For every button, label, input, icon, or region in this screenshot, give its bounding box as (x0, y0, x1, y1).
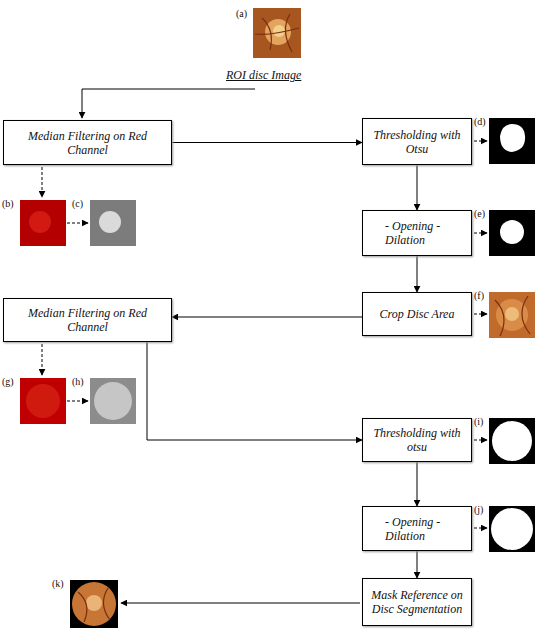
flow-arrow (417, 551, 418, 578)
fundus-image (253, 8, 301, 58)
callout-letter: (i) (474, 416, 483, 428)
box-text: Median Filtering on Red Channel (10, 129, 165, 157)
box-text: Median Filtering on Red Channel (10, 306, 165, 334)
flow-arrow (417, 165, 418, 210)
process-box: - Opening - Dilation (362, 506, 472, 551)
red-channel-image (20, 378, 66, 424)
box-text: Thresholding with otsu (369, 426, 465, 454)
process-box: Thresholding with otsu (362, 418, 472, 462)
binary-mask-image (489, 210, 535, 256)
binary-mask-image (489, 118, 535, 164)
box-text: - Opening - Dilation (385, 219, 449, 247)
callout-letter: (k) (52, 578, 64, 590)
segmented-disc-image (70, 580, 118, 628)
callout-letter: (c) (72, 198, 83, 210)
box-text: Mask Reference on Disc Segmentation (369, 588, 465, 616)
cropped-disc-image (489, 292, 535, 338)
binary-mask-image (489, 506, 535, 552)
box-text: - Opening - Dilation (385, 515, 449, 543)
callout-letter: (b) (2, 198, 14, 210)
filtered-image (90, 200, 136, 246)
process-box: Thresholding with Otsu (362, 118, 472, 165)
process-box: Mask Reference on Disc Segmentation (362, 578, 472, 626)
output-arrow (121, 603, 360, 604)
process-box: Crop Disc Area (362, 292, 472, 336)
red-channel-image (20, 200, 66, 246)
box-text: Thresholding with Otsu (369, 128, 465, 156)
process-box: Median Filtering on Red Channel (3, 120, 172, 165)
callout-letter: (j) (474, 504, 483, 516)
flow-arrow (147, 342, 362, 440)
flow-arrow (172, 317, 362, 318)
box-text: Crop Disc Area (380, 307, 455, 321)
binary-mask-image (489, 418, 535, 464)
callout-letter: (h) (72, 376, 84, 388)
callout-letter: (g) (2, 376, 14, 388)
callout-letter: (a) (236, 8, 247, 20)
callout-letter: (d) (474, 116, 486, 128)
callout-letter: (e) (474, 208, 485, 220)
process-box: Median Filtering on Red Channel (3, 298, 172, 342)
input-arrow (82, 89, 255, 118)
flow-arrow (417, 256, 418, 292)
flow-arrow (172, 142, 362, 143)
input-label: ROI disc Image (226, 68, 301, 82)
filtered-image (90, 378, 136, 424)
process-box: - Opening - Dilation (362, 210, 472, 256)
flow-arrow (417, 462, 418, 506)
callout-letter: (f) (474, 290, 484, 302)
